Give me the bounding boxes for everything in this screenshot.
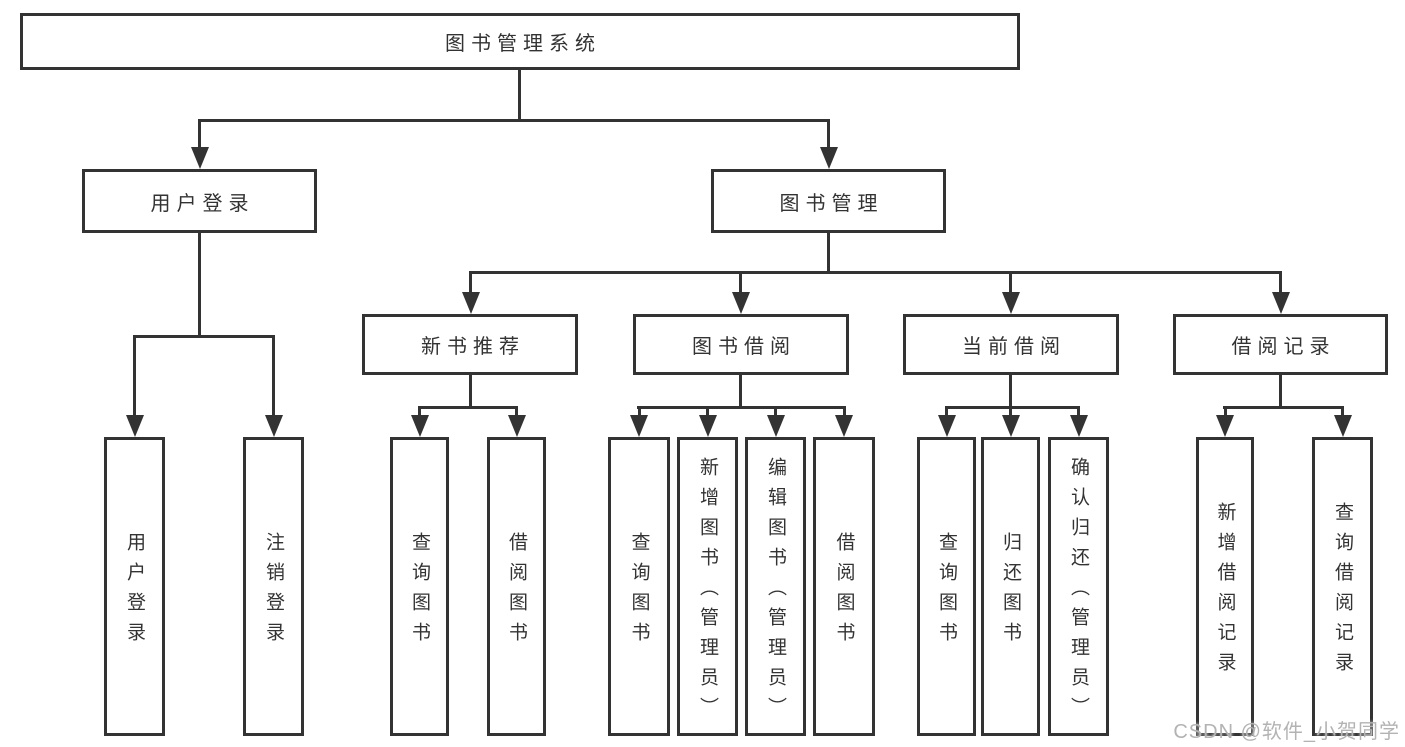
node-label: 归还图书 bbox=[1000, 532, 1021, 652]
node-label: 新增借阅记录 bbox=[1214, 502, 1236, 682]
arrow-down-icon bbox=[411, 415, 429, 437]
arrow-down-icon bbox=[1002, 415, 1020, 437]
arrow-down-icon bbox=[1070, 415, 1088, 437]
node-label: 查询图书 bbox=[628, 532, 650, 652]
connector-line bbox=[1009, 271, 1012, 292]
connector-line bbox=[945, 406, 948, 415]
node-leaf-add-books-admin: 新增图书（管理员） bbox=[677, 437, 738, 736]
node-label: 用户登录 bbox=[124, 532, 145, 652]
node-user-login: 用户登录 bbox=[82, 169, 317, 233]
connector-line bbox=[1009, 375, 1012, 406]
connector-line bbox=[469, 271, 1282, 274]
connector-line bbox=[198, 233, 201, 335]
connector-line bbox=[418, 406, 421, 415]
node-label: 图书管理系统 bbox=[445, 33, 601, 55]
node-label: 借阅记录 bbox=[1231, 336, 1336, 358]
connector-line bbox=[1224, 406, 1227, 415]
connector-line bbox=[418, 406, 518, 409]
arrow-down-icon bbox=[835, 415, 853, 437]
node-leaf-query-books-1: 查询图书 bbox=[390, 437, 449, 736]
connector-line bbox=[945, 406, 1080, 409]
connector-line bbox=[774, 406, 777, 415]
connector-line bbox=[469, 271, 472, 292]
arrow-down-icon bbox=[191, 147, 209, 169]
connector-line bbox=[518, 70, 521, 119]
arrow-down-icon bbox=[1216, 415, 1234, 437]
connector-line bbox=[133, 335, 136, 415]
node-label: 图书管理 bbox=[779, 192, 884, 215]
connector-line bbox=[638, 406, 641, 415]
arrow-down-icon bbox=[462, 292, 480, 314]
arrow-down-icon bbox=[699, 415, 717, 437]
connector-line bbox=[272, 335, 275, 415]
connector-line bbox=[827, 119, 830, 148]
node-new-book-recommend: 新书推荐 bbox=[362, 314, 578, 375]
arrow-down-icon bbox=[732, 292, 750, 314]
arrow-down-icon bbox=[820, 147, 838, 169]
connector-line bbox=[637, 406, 845, 409]
connector-line bbox=[198, 119, 201, 148]
node-borrowing-records: 借阅记录 bbox=[1173, 314, 1388, 375]
arrow-down-icon bbox=[938, 415, 956, 437]
connector-line bbox=[1279, 271, 1282, 292]
arrow-down-icon bbox=[1002, 292, 1020, 314]
node-root-system: 图书管理系统 bbox=[20, 13, 1020, 70]
arrow-down-icon bbox=[265, 415, 283, 437]
node-leaf-confirm-return-admin: 确认归还（管理员） bbox=[1048, 437, 1109, 736]
arrow-down-icon bbox=[508, 415, 526, 437]
connector-line bbox=[1009, 406, 1012, 415]
node-label: 新书推荐 bbox=[421, 336, 525, 358]
connector-line bbox=[469, 375, 472, 406]
node-label: 当前借阅 bbox=[962, 336, 1066, 358]
node-leaf-logout: 注销登录 bbox=[243, 437, 304, 736]
node-label: 确认归还（管理员） bbox=[1068, 457, 1089, 727]
node-current-borrowing: 当前借阅 bbox=[903, 314, 1119, 375]
node-leaf-borrow-books-2: 借阅图书 bbox=[813, 437, 875, 736]
connector-line bbox=[706, 406, 709, 415]
csdn-watermark: CSDN @软件_小贺同学 bbox=[1173, 721, 1400, 743]
node-leaf-query-books-3: 查询图书 bbox=[917, 437, 976, 736]
connector-line bbox=[1341, 406, 1344, 415]
arrow-down-icon bbox=[630, 415, 648, 437]
node-label: 查询图书 bbox=[936, 532, 957, 652]
connector-line bbox=[1223, 406, 1344, 409]
node-label: 用户登录 bbox=[150, 192, 255, 215]
arrow-down-icon bbox=[767, 415, 785, 437]
node-label: 编辑图书（管理员） bbox=[765, 457, 786, 727]
node-label: 新增图书（管理员） bbox=[697, 457, 718, 727]
node-leaf-query-books-2: 查询图书 bbox=[608, 437, 670, 736]
connector-line bbox=[827, 233, 830, 271]
arrow-down-icon bbox=[126, 415, 144, 437]
node-label: 借阅图书 bbox=[833, 532, 855, 652]
node-label: 注销登录 bbox=[263, 532, 284, 652]
node-leaf-edit-books-admin: 编辑图书（管理员） bbox=[745, 437, 806, 736]
connector-line bbox=[133, 335, 275, 338]
connector-line bbox=[739, 375, 742, 406]
node-label: 借阅图书 bbox=[506, 532, 527, 652]
connector-line bbox=[198, 119, 830, 122]
node-book-borrowing: 图书借阅 bbox=[633, 314, 849, 375]
node-label: 查询借阅记录 bbox=[1332, 502, 1353, 682]
node-leaf-add-borrow-record: 新增借阅记录 bbox=[1196, 437, 1254, 736]
connector-line bbox=[1077, 406, 1080, 415]
arrow-down-icon bbox=[1334, 415, 1352, 437]
node-book-management: 图书管理 bbox=[711, 169, 946, 233]
connector-line bbox=[515, 406, 518, 415]
node-leaf-borrow-books-1: 借阅图书 bbox=[487, 437, 546, 736]
connector-line bbox=[1279, 375, 1282, 406]
node-label: 查询图书 bbox=[409, 532, 430, 652]
node-leaf-return-books: 归还图书 bbox=[981, 437, 1040, 736]
arrow-down-icon bbox=[1272, 292, 1290, 314]
node-label: 图书借阅 bbox=[692, 336, 796, 358]
node-leaf-user-login: 用户登录 bbox=[104, 437, 165, 736]
connector-line bbox=[739, 271, 742, 292]
connector-line bbox=[843, 406, 846, 415]
node-leaf-query-borrow-record: 查询借阅记录 bbox=[1312, 437, 1373, 736]
